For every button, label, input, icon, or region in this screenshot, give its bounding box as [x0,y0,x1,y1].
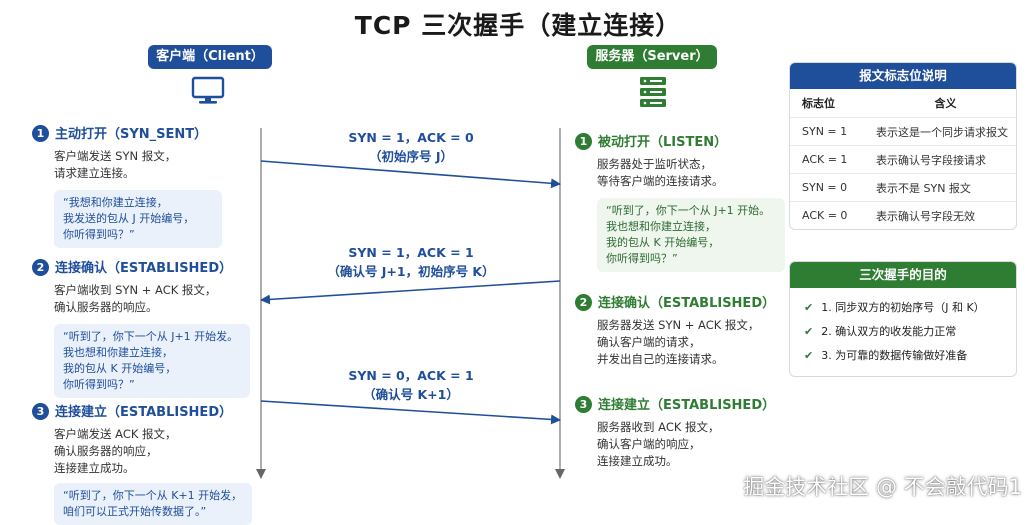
col-flag-header: 标志位 [802,97,835,110]
message-2-seq: （确认号 J+1，初始序号 K） [327,264,495,279]
purpose-item: ✔ 1. 同步双方的初始序号（J 和 K） [790,296,1016,320]
purpose-item: ✔ 3. 为可靠的数据传输做好准备 [790,344,1016,368]
sequence-diagram [256,128,565,479]
client-step-1-quote: “我想和你建立连接， 我发送的包从 J 开始编号， 你听得到吗？” [54,190,222,248]
arrow-ack [260,400,561,425]
flag-cell: ACK = 0 [790,201,875,229]
client-step-1: 1 主动打开（SYN_SENT） 客户端发送 SYN 报文， 请求建立连接。 “我… [32,123,252,248]
flags-panel-title: 报文标志位说明 [790,63,1016,89]
server-step-2-title: 连接确认（ESTABLISHED） [598,296,776,311]
flag-cell: SYN = 0 [790,173,875,202]
arrow-syn [260,160,561,189]
client-step-3-heading: 3 连接建立（ESTABLISHED） [32,401,252,420]
client-step-2-title: 连接确认（ESTABLISHED） [55,261,233,276]
message-2-flags: SYN = 1，ACK = 1 [348,245,474,260]
purpose-panel-title: 三次握手的目的 [790,262,1016,288]
client-step-1-heading: 1 主动打开（SYN_SENT） [32,123,252,142]
client-step-2-quote: “听到了，你下一个从 J+1 开始发。 我也想和你建立连接， 我的包从 K 开始… [54,324,250,398]
message-3-seq: （确认号 K+1） [363,387,459,402]
purpose-item-text: 2. 确认双方的收发能力正常 [821,325,957,338]
step-number: 1 [575,133,592,150]
message-2-label: SYN = 1，ACK = 1 （确认号 J+1，初始序号 K） [301,243,521,281]
message-3-flags: SYN = 0，ACK = 1 [348,368,474,383]
message-3-label: SYN = 0，ACK = 1 （确认号 K+1） [301,366,521,404]
server-step-3-heading: 3 连接建立（ESTABLISHED） [575,394,785,413]
message-1-flags: SYN = 1，ACK = 0 [348,130,474,145]
flag-cell: ACK = 1 [790,145,875,174]
watermark: 掘金技术社区 @ 不会敲代码1 [743,475,1022,499]
client-step-1-title: 主动打开（SYN_SENT） [55,127,208,142]
arrow-syn-ack [260,280,561,305]
server-step-1-heading: 1 被动打开（LISTEN） [575,131,785,150]
message-1-label: SYN = 1，ACK = 0 （初始序号 J） [301,128,521,166]
step-number: 2 [575,294,592,311]
client-step-3-quote: “听到了，你下一个从 K+1 开始发， 咱们可以正式开始传数据了。” [54,483,252,525]
server-step-3: 3 连接建立（ESTABLISHED） 服务器收到 ACK 报文， 确认客户端的响… [575,394,785,470]
purpose-panel: 三次握手的目的 ✔ 1. 同步双方的初始序号（J 和 K） ✔ 2. 确认双方的收发… [789,261,1017,377]
purpose-item-text: 1. 同步双方的初始序号（J 和 K） [821,301,985,314]
client-step-3-desc: 客户端发送 ACK 报文， 确认服务器的响应， 连接建立成功。 [54,427,177,475]
check-icon: ✔ [804,325,814,338]
server-step-3-desc: 服务器收到 ACK 报文， 确认客户端的响应， 连接建立成功。 [597,420,720,468]
flag-cell: SYN = 1 [790,117,875,146]
client-step-2-desc: 客户端收到 SYN + ACK 报文， 确认服务器的响应。 [54,283,217,314]
meaning-cell: 表示确认号字段无效 [875,201,1016,229]
client-label: 客户端（Client） [148,45,272,69]
client-step-2-heading: 2 连接确认（ESTABLISHED） [32,257,252,276]
server-icon [640,77,666,107]
meaning-cell: 表示确认号字段接请求 [875,145,1016,174]
page-title: TCP 三次握手（建立连接） [354,11,682,40]
server-step-2: 2 连接确认（ESTABLISHED） 服务器发送 SYN + ACK 报文， 确… [575,292,785,368]
client-step-1-desc: 客户端发送 SYN 报文， 请求建立连接。 [54,149,177,180]
server-step-1-desc: 服务器处于监听状态， 等待客户端的连接请求。 [597,157,724,188]
client-step-3: 3 连接建立（ESTABLISHED） 客户端发送 ACK 报文， 确认服务器的响… [32,401,252,525]
step-number: 3 [32,403,49,420]
server-label: 服务器（Server） [587,45,717,69]
server-step-1-quote: “听到了，你下一个从 J+1 开始。 我也想和你建立连接， 我的包从 K 开始编… [597,198,785,272]
purpose-item-text: 3. 为可靠的数据传输做好准备 [821,349,968,362]
meaning-cell: 表示这是一个同步请求报文 [875,117,1016,146]
monitor-icon [191,76,225,104]
client-step-2: 2 连接确认（ESTABLISHED） 客户端收到 SYN + ACK 报文， 确… [32,257,252,398]
server-step-1-title: 被动打开（LISTEN） [598,135,728,150]
meaning-cell: 表示不是 SYN 报文 [875,173,1016,202]
message-1-seq: （初始序号 J） [368,149,453,164]
step-number: 1 [32,125,49,142]
server-step-3-title: 连接建立（ESTABLISHED） [598,398,776,413]
server-step-2-desc: 服务器发送 SYN + ACK 报文， 确认客户端的请求， 并发出自己的连接请求… [597,318,760,366]
server-step-2-heading: 2 连接确认（ESTABLISHED） [575,292,785,311]
check-icon: ✔ [804,301,814,314]
client-step-3-title: 连接建立（ESTABLISHED） [55,405,233,420]
server-step-1: 1 被动打开（LISTEN） 服务器处于监听状态， 等待客户端的连接请求。 “听到… [575,131,785,272]
step-number: 3 [575,396,592,413]
step-number: 2 [32,259,49,276]
table-header-row: 标志位 含义 [790,89,1016,118]
check-icon: ✔ [804,349,814,362]
purpose-item: ✔ 2. 确认双方的收发能力正常 [790,320,1016,344]
col-meaning-header: 含义 [934,97,957,110]
